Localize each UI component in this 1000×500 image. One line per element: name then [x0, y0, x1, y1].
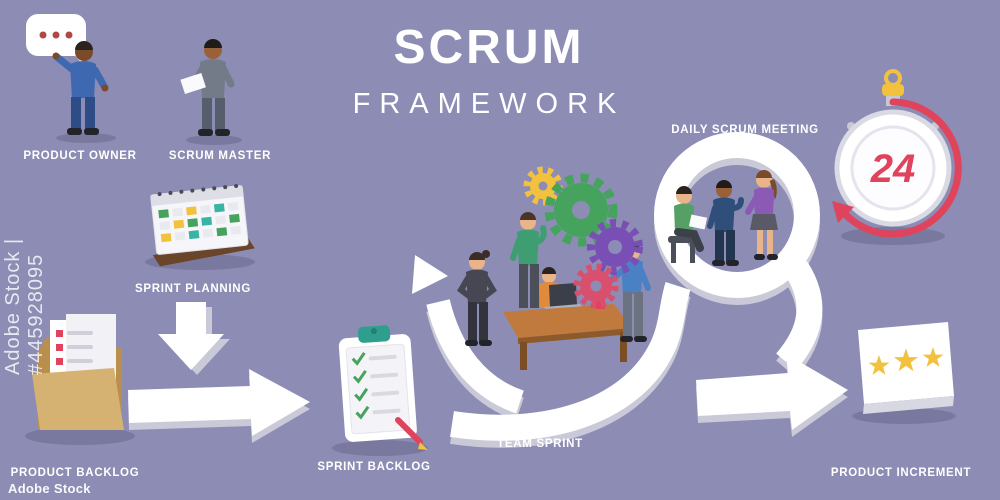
product-owner-figure [52, 41, 116, 143]
rating-stars [868, 347, 944, 375]
product-increment-stars-icon [852, 322, 956, 424]
page-title: SCRUM [393, 21, 585, 74]
label-product-owner: PRODUCT OWNER [23, 150, 137, 162]
label-product-increment: PRODUCT INCREMENT [830, 467, 972, 479]
daily-scrum-scene [668, 170, 778, 266]
team-desk [503, 283, 632, 370]
pencil-icon [395, 417, 428, 450]
team-sprint-scene [457, 166, 651, 370]
scrum-master-figure [180, 39, 242, 145]
label-team-sprint: TEAM SPRINT [497, 438, 583, 450]
label-product-backlog: PRODUCT BACKLOG [10, 467, 140, 479]
arrow-product-backlog-to-sprint-backlog [128, 369, 310, 443]
daily-scrum-man-figure [707, 180, 744, 266]
product-backlog-folder-icon [25, 314, 135, 445]
arrow-sprint-planning-down [158, 302, 230, 375]
watermark-corner-logo: Adobe Stock [8, 481, 91, 496]
gears-icon [523, 166, 643, 309]
label-daily-scrum-meeting: DAILY SCRUM MEETING [671, 124, 819, 136]
page-subtitle: FRAMEWORK [352, 88, 626, 120]
watermark-side-text: Adobe Stock | #445928095 [2, 237, 47, 375]
label-sprint-planning: SPRINT PLANNING [135, 283, 251, 295]
label-scrum-master: SCRUM MASTER [168, 150, 272, 162]
calendar-icon [145, 184, 255, 270]
stopwatch-icon: 24 [832, 69, 962, 245]
arrow-to-product-increment [696, 354, 848, 437]
daily-scrum-sitting-figure [668, 186, 708, 263]
sprint-backlog-clipboard-icon [332, 325, 428, 456]
team-member-thinking [510, 212, 547, 308]
loop-arrowhead [412, 255, 448, 294]
sprint-loop-ribbon [412, 132, 823, 448]
team-member-woman [457, 250, 497, 346]
daily-scrum-woman-figure [745, 170, 778, 260]
label-sprint-backlog: SPRINT BACKLOG [317, 461, 431, 473]
stopwatch-value: 24 [870, 147, 916, 191]
